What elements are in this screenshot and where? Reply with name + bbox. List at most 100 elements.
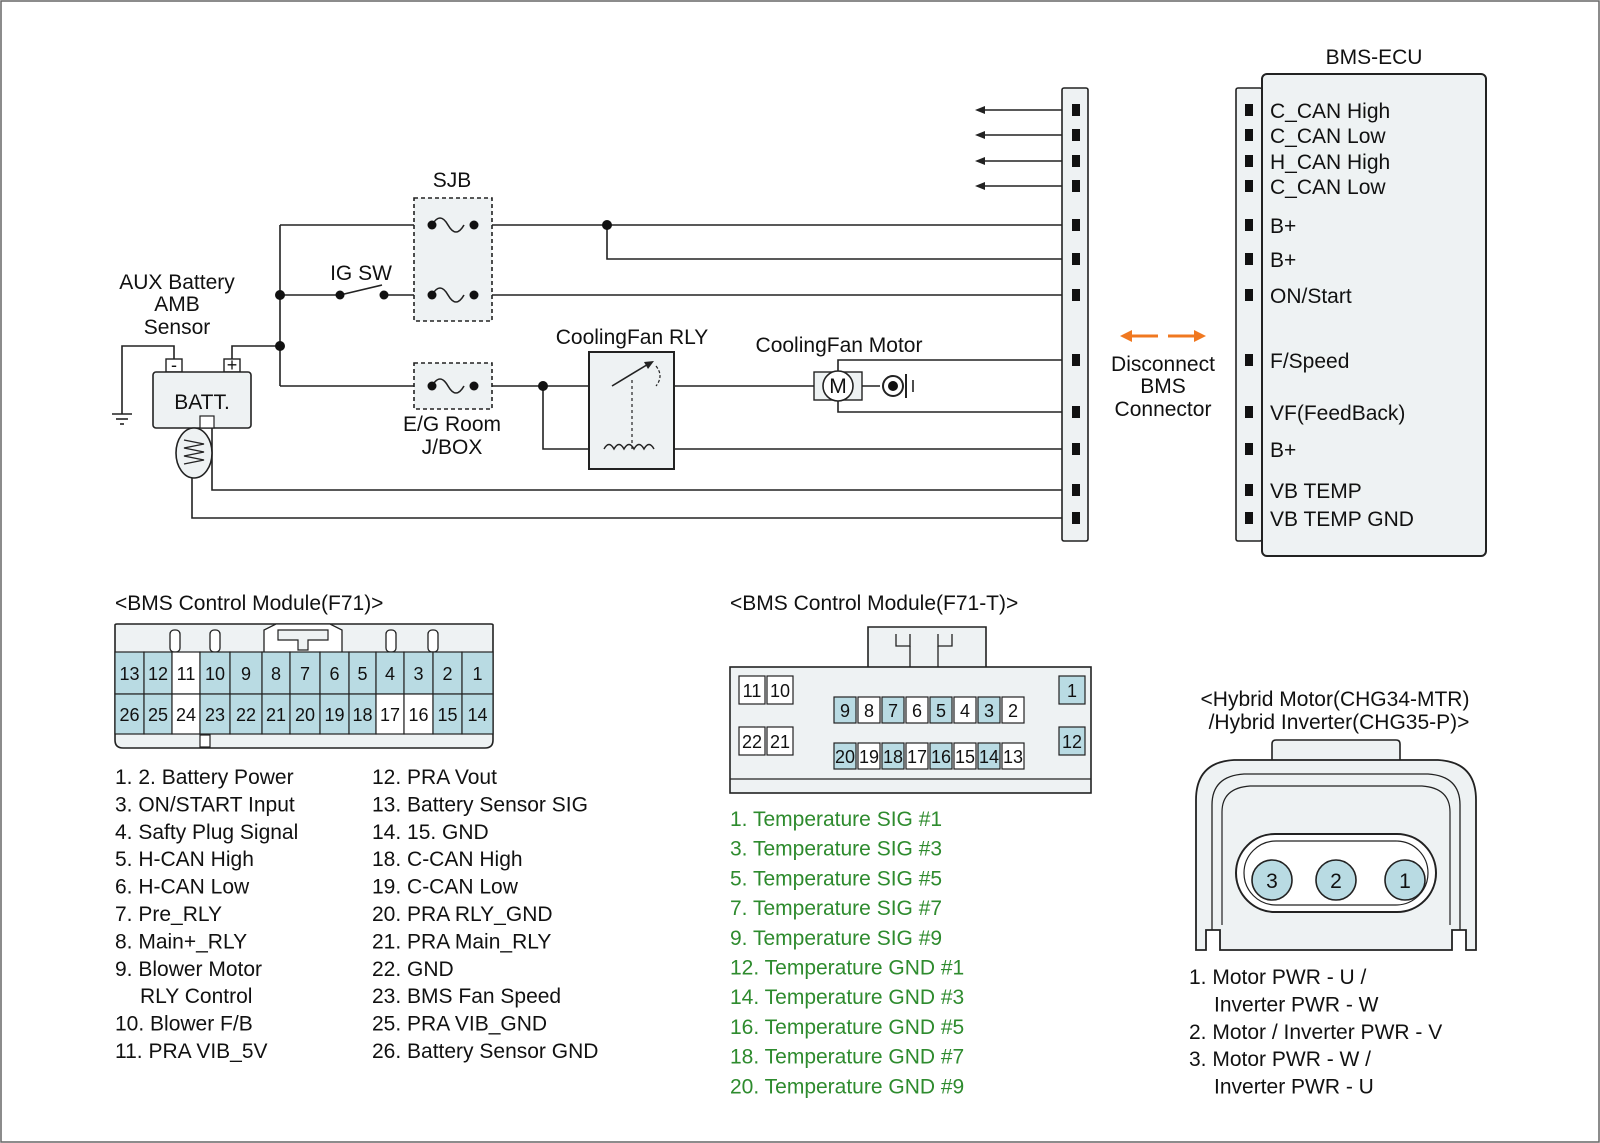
ecu-pin-label: B+ bbox=[1270, 439, 1296, 462]
harness-connector bbox=[1061, 87, 1089, 542]
f71t-pin-cell bbox=[833, 742, 857, 770]
f71t-legend-item: 12. Temperature GND #1 bbox=[730, 957, 964, 980]
f71-pin-number: 13 bbox=[119, 664, 139, 684]
f71t-pin-number: 15 bbox=[955, 747, 975, 767]
f71-pin-number: 16 bbox=[408, 705, 428, 725]
f71-legend-item: 3. ON/START Input bbox=[115, 793, 295, 816]
ecu-pin-marker bbox=[1245, 129, 1253, 141]
f71t-pin-cell bbox=[766, 726, 794, 756]
f71t-pin-number: 6 bbox=[912, 701, 922, 721]
f71-legend-left: 1. 2. Battery Power 3. ON/START Input 4. S… bbox=[115, 766, 298, 1063]
f71-legend-item: 4. Safty Plug Signal bbox=[115, 821, 298, 844]
f71-pin-cell bbox=[199, 693, 231, 735]
f71-pin-cell bbox=[461, 693, 494, 735]
hybrid-legend-item: 3. Motor PWR - W / bbox=[1189, 1048, 1371, 1071]
f71-pin-number: 21 bbox=[266, 705, 286, 725]
f71t-legend-item: 7. Temperature SIG #7 bbox=[730, 897, 942, 920]
f71-legend-item: 1. 2. Battery Power bbox=[115, 766, 294, 789]
f71-pin-number: 6 bbox=[329, 664, 339, 684]
f71-pin-cell bbox=[289, 651, 321, 695]
f71-pin-number: 20 bbox=[295, 705, 315, 725]
disconnect-arrows bbox=[1120, 330, 1206, 342]
ecu-pin-marker bbox=[1245, 484, 1253, 496]
ecu-pin-label: H_CAN High bbox=[1270, 151, 1390, 174]
f71-legend-item: 5. H-CAN High bbox=[115, 848, 254, 871]
f71-legend-item: 19. C-CAN Low bbox=[372, 876, 519, 899]
f71-pin-cell bbox=[403, 693, 434, 735]
hybrid-legend-item: Inverter PWR - U bbox=[1214, 1076, 1374, 1099]
f71-pin-number: 17 bbox=[380, 705, 400, 725]
f71t-pin-cell bbox=[977, 742, 1001, 770]
disconnect-label-line3: Connector bbox=[1115, 398, 1212, 421]
ecu-pin-marker bbox=[1245, 406, 1253, 418]
f71t-pin-cell bbox=[1058, 726, 1086, 756]
schematic-wires bbox=[112, 109, 1077, 519]
f71-legend-item: 7. Pre_RLY bbox=[115, 903, 222, 926]
f71-pin-cell bbox=[143, 651, 173, 695]
batt-plus-label: + bbox=[227, 355, 238, 375]
f71t-pin-number: 16 bbox=[931, 747, 951, 767]
f71-pin-number: 18 bbox=[352, 705, 372, 725]
f71t-legend-item: 9. Temperature SIG #9 bbox=[730, 927, 942, 950]
aux-battery-label-line2: AMB bbox=[154, 293, 200, 316]
eg-room-fuse-box bbox=[413, 362, 493, 410]
f71-legend-item: 25. PRA VIB_GND bbox=[372, 1013, 547, 1036]
ecu-pin-marker bbox=[1245, 354, 1253, 366]
ig-sw-label: IG SW bbox=[330, 262, 392, 285]
hybrid-pin bbox=[1315, 859, 1357, 901]
f71t-pin-number: 4 bbox=[960, 701, 970, 721]
f71-pin-number: 15 bbox=[437, 705, 457, 725]
f71-legend-item: 20. PRA RLY_GND bbox=[372, 903, 553, 926]
disconnect-label-line2: BMS bbox=[1140, 375, 1186, 398]
f71t-pin-number: 11 bbox=[743, 681, 762, 701]
aux-battery-label-line3: Sensor bbox=[144, 316, 211, 339]
f71-pin-number: 4 bbox=[385, 664, 395, 684]
f71t-pin-cell bbox=[905, 696, 929, 724]
f71t-pin-cell bbox=[857, 696, 881, 724]
f71t-pin-number: 3 bbox=[984, 701, 994, 721]
f71-legend-item: 21. PRA Main_RLY bbox=[372, 930, 551, 953]
f71-legend-item: 6. H-CAN Low bbox=[115, 876, 250, 899]
f71t-pin-number: 20 bbox=[835, 747, 855, 767]
f71-pin-number: 11 bbox=[177, 664, 196, 684]
ecu-pin-label: VF(FeedBack) bbox=[1270, 402, 1405, 425]
ecu-pin-label: ON/Start bbox=[1270, 285, 1352, 308]
f71t-pin-number: 13 bbox=[1003, 747, 1023, 767]
f71t-title: <BMS Control Module(F71-T)> bbox=[730, 592, 1018, 615]
hybrid-title-line2: /Hybrid Inverter(CHG35-P)> bbox=[1209, 711, 1470, 734]
f71-legend-item: 18. C-CAN High bbox=[372, 848, 523, 871]
f71-legend-item: 23. BMS Fan Speed bbox=[372, 985, 561, 1008]
hybrid-legend: 1. Motor PWR - U /Inverter PWR - W2. Mot… bbox=[1189, 966, 1442, 1099]
hybrid-title-line1: <Hybrid Motor(CHG34-MTR) bbox=[1201, 688, 1470, 711]
f71t-pin-number: 21 bbox=[770, 732, 790, 752]
f71t-pin-number: 14 bbox=[979, 747, 999, 767]
f71t-pin-cell bbox=[881, 696, 905, 724]
ecu-pin-label: B+ bbox=[1270, 215, 1296, 238]
ecu-pin-marker bbox=[1245, 512, 1253, 524]
f71t-pin-number: 9 bbox=[840, 701, 850, 721]
ecu-title: BMS-ECU bbox=[1326, 46, 1423, 69]
cooling-fan-rly-label: CoolingFan RLY bbox=[556, 326, 709, 349]
f71-pin-cell bbox=[289, 693, 321, 735]
f71-pin-number: 9 bbox=[241, 664, 251, 684]
eg-room-label-line1: E/G Room bbox=[403, 413, 501, 436]
f71-pin-number: 26 bbox=[119, 705, 139, 725]
f71-legend-item: 9. Blower Motor bbox=[115, 958, 262, 981]
f71-legend-item: 26. Battery Sensor GND bbox=[372, 1040, 598, 1063]
batt-label: BATT. bbox=[174, 391, 230, 414]
f71-pin-cell bbox=[432, 651, 463, 695]
f71t-pin-cell bbox=[929, 696, 953, 724]
f71-pin-number: 7 bbox=[300, 664, 310, 684]
f71-legend-item: 13. Battery Sensor SIG bbox=[372, 793, 588, 816]
f71t-pin-number: 2 bbox=[1008, 701, 1018, 721]
harness-connector-pins bbox=[1072, 104, 1080, 524]
ecu-pin-label: VB TEMP bbox=[1270, 480, 1362, 503]
f71-pin-cell bbox=[348, 693, 377, 735]
f71t-legend-item: 20. Temperature GND #9 bbox=[730, 1075, 964, 1098]
f71t-pin-number: 19 bbox=[859, 747, 879, 767]
f71t-legend: 1. Temperature SIG #13. Temperature SIG … bbox=[730, 808, 964, 1098]
f71t-pin-number: 8 bbox=[864, 701, 874, 721]
